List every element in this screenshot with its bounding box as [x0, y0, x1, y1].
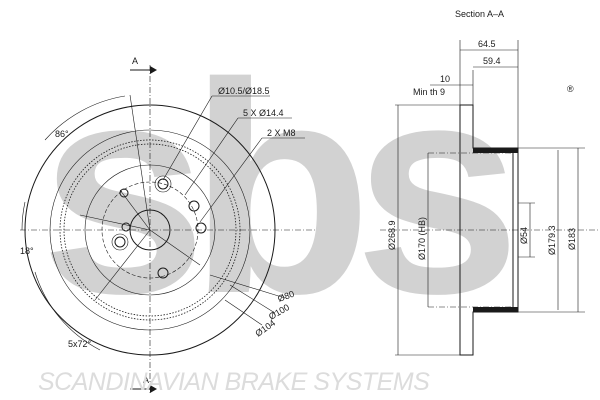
disc-outer-edge: [24, 104, 276, 356]
callout-hole-3: 2 X M8: [267, 128, 296, 138]
angle-arc-18: [21, 201, 26, 231]
section-arrow-bottom: [150, 385, 157, 393]
angle-ray-5: [149, 229, 201, 266]
dim-label-hat-height: 59.4: [483, 56, 501, 66]
bolt-hole-3: [195, 222, 207, 234]
callout-leader-3: [199, 137, 263, 223]
section-view: Section A–A 64.5 59.4 10 Min th 9: [380, 9, 600, 356]
bolt-hole-5: [114, 236, 126, 248]
dim-label-hat-diameter: Ø179.3: [547, 225, 557, 255]
brand-footer: SCANDINAVIAN BRAKE SYSTEMS: [38, 368, 430, 396]
disc-hat-outer: [84, 164, 216, 296]
bolt-hole-1-counterbore: [154, 175, 172, 193]
angle-ray-4: [94, 229, 151, 301]
dim-label-thickness: 10: [440, 74, 450, 84]
disc-hat-dotted-2: [63, 143, 237, 317]
diameter-leader-104: [224, 299, 263, 326]
dim-label-outer-diameter: Ø183: [567, 228, 577, 250]
diameter-leader-80: [209, 274, 286, 299]
thread-hole-2: [121, 222, 131, 232]
disc-hat-dotted-1: [59, 139, 241, 321]
section-marker-top: A: [132, 56, 138, 66]
angle-label-5x72: 5x72°: [68, 339, 92, 349]
registered-mark: ®: [567, 84, 574, 94]
front-view: A A 86° 18° 5x72°: [20, 56, 315, 395]
angle-label-18: 18°: [20, 246, 34, 256]
section-arrow-top: [150, 66, 157, 74]
angle-ray-1: [129, 94, 151, 231]
section-marker-bottom: A: [143, 375, 149, 385]
callout-hole-1: Ø10.5/Ø18.5: [218, 86, 270, 96]
angle-label-86: 86°: [55, 129, 69, 139]
thread-hole-1: [119, 188, 129, 198]
bolt-hole-1: [157, 178, 169, 190]
callout-leader-2: [184, 117, 239, 196]
angle-arc-86: [44, 95, 126, 141]
disc-friction-inner: [49, 129, 251, 331]
watermark-logo: sbs: [40, 20, 509, 356]
dim-label-min-thickness: Min th 9: [413, 87, 445, 97]
dim-label-hb-diameter: Ø170 (HB): [417, 217, 427, 260]
angle-ray-3: [119, 189, 151, 231]
bolt-hole-4: [157, 267, 169, 279]
angle-arc-5x72: [34, 271, 101, 351]
bolt-circle: [101, 181, 199, 279]
angle-ray-2: [79, 214, 151, 231]
bolt-hole-2: [188, 200, 200, 212]
center-bore: [129, 209, 171, 251]
diameter-leader-100: [229, 284, 276, 314]
dim-label-disc-diameter: Ø268.9: [387, 220, 397, 250]
bolt-hole-5-counterbore: [111, 233, 129, 251]
callout-hole-2: 5 X Ø14.4: [243, 108, 284, 118]
callout-leader-1: [162, 95, 213, 181]
disc-section-web-bottom: [473, 307, 518, 312]
dim-label-center-bore: Ø54: [519, 227, 529, 244]
dim-label-overall-height: 64.5: [478, 39, 496, 49]
section-title: Section A–A: [455, 9, 504, 19]
disc-section-web-top: [473, 148, 518, 153]
